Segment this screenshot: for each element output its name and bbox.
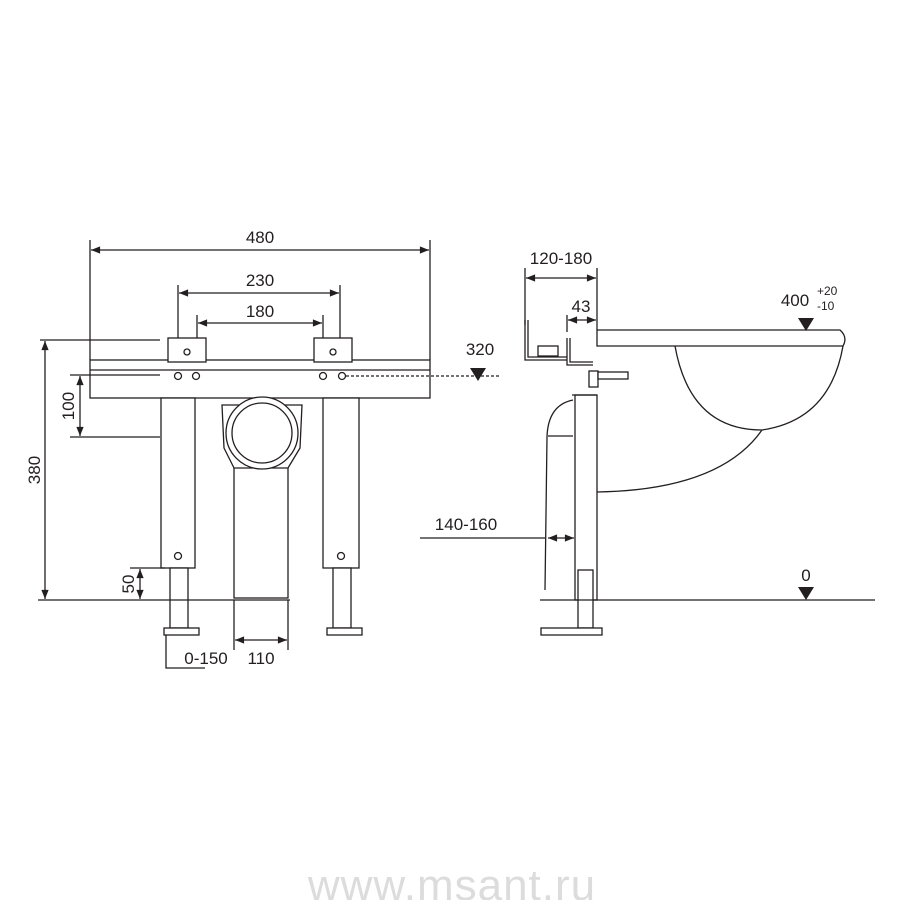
basin-level-marker-icon [798, 318, 814, 331]
dim-pipe-width: 110 [247, 649, 274, 668]
dim-pipe-offset: 140-160 [435, 515, 497, 534]
dim-floor-level: 0 [801, 566, 810, 585]
pipe-outlet [225, 396, 299, 470]
watermark: www.msant.ru [307, 861, 596, 900]
mounting-rail [89, 359, 431, 399]
dim-rail-offset: 100 [59, 392, 78, 420]
dim-height-total: 380 [25, 456, 44, 484]
dim-bracket-inner: 180 [246, 302, 274, 321]
dim-basin-height: 400 [781, 291, 809, 310]
bracket-left [167, 337, 207, 363]
dim-width-total: 480 [246, 228, 274, 247]
side-view: 120-180 43 400 +20 -10 140-160 0 [420, 249, 875, 636]
front-view: 480 230 180 320 380 100 50 0-150 110 [25, 228, 500, 669]
dim-basin-tol-plus: +20 [817, 284, 838, 298]
frame-upright [574, 394, 598, 601]
basin-rim [596, 329, 846, 347]
level-marker-icon [470, 368, 486, 381]
dim-leg-adjust: 0-150 [184, 649, 227, 668]
dim-level-mark: 320 [466, 340, 494, 359]
leg-right [322, 397, 360, 569]
leg-left [160, 397, 196, 569]
bracket-right [313, 337, 353, 363]
floor-level-marker-icon [798, 587, 814, 600]
dim-bracket-outer: 230 [246, 271, 274, 290]
dim-bracket-depth: 43 [572, 297, 591, 316]
dim-basin-tol-minus: -10 [817, 299, 835, 313]
dim-foot-height: 50 [119, 575, 138, 594]
waste-pipe [233, 444, 289, 599]
dim-wall-depth: 120-180 [530, 249, 592, 268]
